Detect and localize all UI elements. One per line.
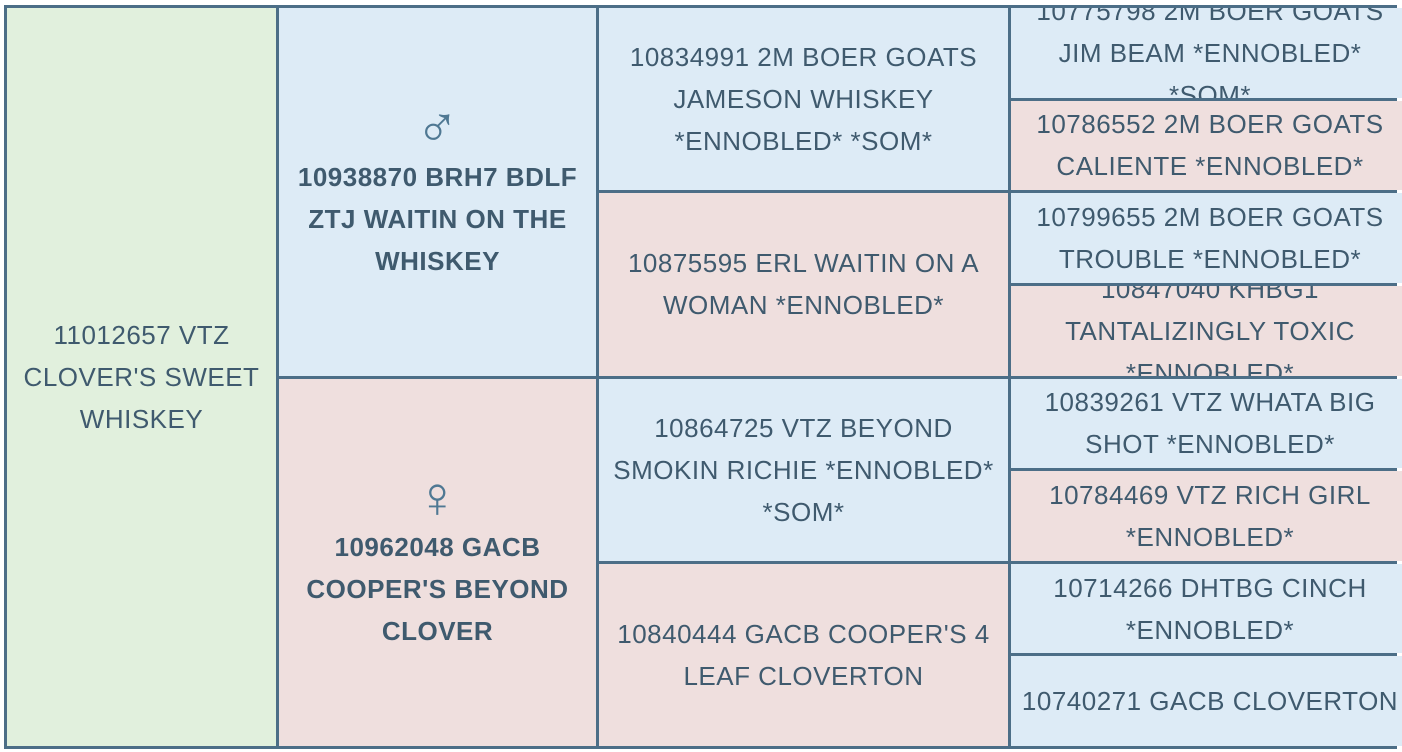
great-grandparent-name: 10740271 GACB CLOVERTON <box>1021 686 1399 717</box>
paternal-granddam-cell: 10875595 ERL WAITIN ON A WOMAN *ENNOBLED… <box>599 193 1008 376</box>
subject-cell: 11012657 VTZ CLOVER'S SWEET WHISKEY <box>7 8 276 746</box>
maternal-granddam-name: 10840444 GACB COOPER'S 4 LEAF CLOVERTON <box>617 618 990 691</box>
pedigree-chart: 11012657 VTZ CLOVER'S SWEET WHISKEY ♂ 10… <box>4 5 1402 749</box>
subject-name: 11012657 VTZ CLOVER'S SWEET WHISKEY <box>23 320 260 434</box>
great-grandparent-name: 10839261 VTZ WHATA BIG SHOT *ENNOBLED* <box>1044 387 1376 460</box>
great-grandparent-name: 10799655 2M BOER GOATS TROUBLE *ENNOBLED… <box>1036 202 1384 275</box>
female-symbol-icon: ♀ <box>415 465 460 531</box>
paternal-grandsire-cell: 10834991 2M BOER GOATS JAMESON WHISKEY *… <box>599 8 1008 191</box>
great-grandparent-cell: 10740271 GACB CLOVERTON <box>1011 656 1402 746</box>
great-grandparent-cell: 10839261 VTZ WHATA BIG SHOT *ENNOBLED* <box>1011 378 1402 469</box>
great-grandparent-cell: 10784469 VTZ RICH GIRL *ENNOBLED* <box>1011 471 1402 561</box>
dam-cell: ♀ 10962048 GACB COOPER'S BEYOND CLOVER <box>279 378 596 746</box>
great-grandparent-name: 10714266 DHTBG CINCH *ENNOBLED* <box>1053 572 1367 645</box>
maternal-grandsire-cell: 10864725 VTZ BEYOND SMOKIN RICHIE *ENNOB… <box>599 378 1008 561</box>
great-grandparent-name: 10784469 VTZ RICH GIRL *ENNOBLED* <box>1049 479 1371 552</box>
dam-name: 10962048 GACB COOPER'S BEYOND CLOVER <box>306 532 569 647</box>
sire-cell: ♂ 10938870 BRH7 BDLF ZTJ WAITIN ON THE W… <box>279 8 596 376</box>
great-grandparent-cell: 10714266 DHTBG CINCH *ENNOBLED* <box>1011 563 1402 654</box>
maternal-grandsire-name: 10864725 VTZ BEYOND SMOKIN RICHIE *ENNOB… <box>613 412 994 527</box>
paternal-grandsire-name: 10834991 2M BOER GOATS JAMESON WHISKEY *… <box>629 42 978 157</box>
great-grandparent-cell: 10847040 KHBG1 TANTALIZINGLY TOXIC *ENNO… <box>1011 285 1402 376</box>
great-grandparent-name: 10786552 2M BOER GOATS CALIENTE *ENNOBLE… <box>1036 109 1384 182</box>
great-grandparent-cell: 10775798 2M BOER GOATS JIM BEAM *ENNOBLE… <box>1011 8 1402 98</box>
maternal-granddam-cell: 10840444 GACB COOPER'S 4 LEAF CLOVERTON <box>599 563 1008 746</box>
paternal-granddam-name: 10875595 ERL WAITIN ON A WOMAN *ENNOBLED… <box>627 248 980 321</box>
male-symbol-icon: ♂ <box>415 94 460 160</box>
great-grandparent-cell: 10799655 2M BOER GOATS TROUBLE *ENNOBLED… <box>1011 193 1402 283</box>
great-grandparent-name: 10847040 KHBG1 TANTALIZINGLY TOXIC *ENNO… <box>1065 285 1355 376</box>
great-grandparent-cell: 10786552 2M BOER GOATS CALIENTE *ENNOBLE… <box>1011 100 1402 191</box>
great-grandparent-name: 10775798 2M BOER GOATS JIM BEAM *ENNOBLE… <box>1036 8 1384 98</box>
sire-name: 10938870 BRH7 BDLF ZTJ WAITIN ON THE WHI… <box>297 161 578 276</box>
